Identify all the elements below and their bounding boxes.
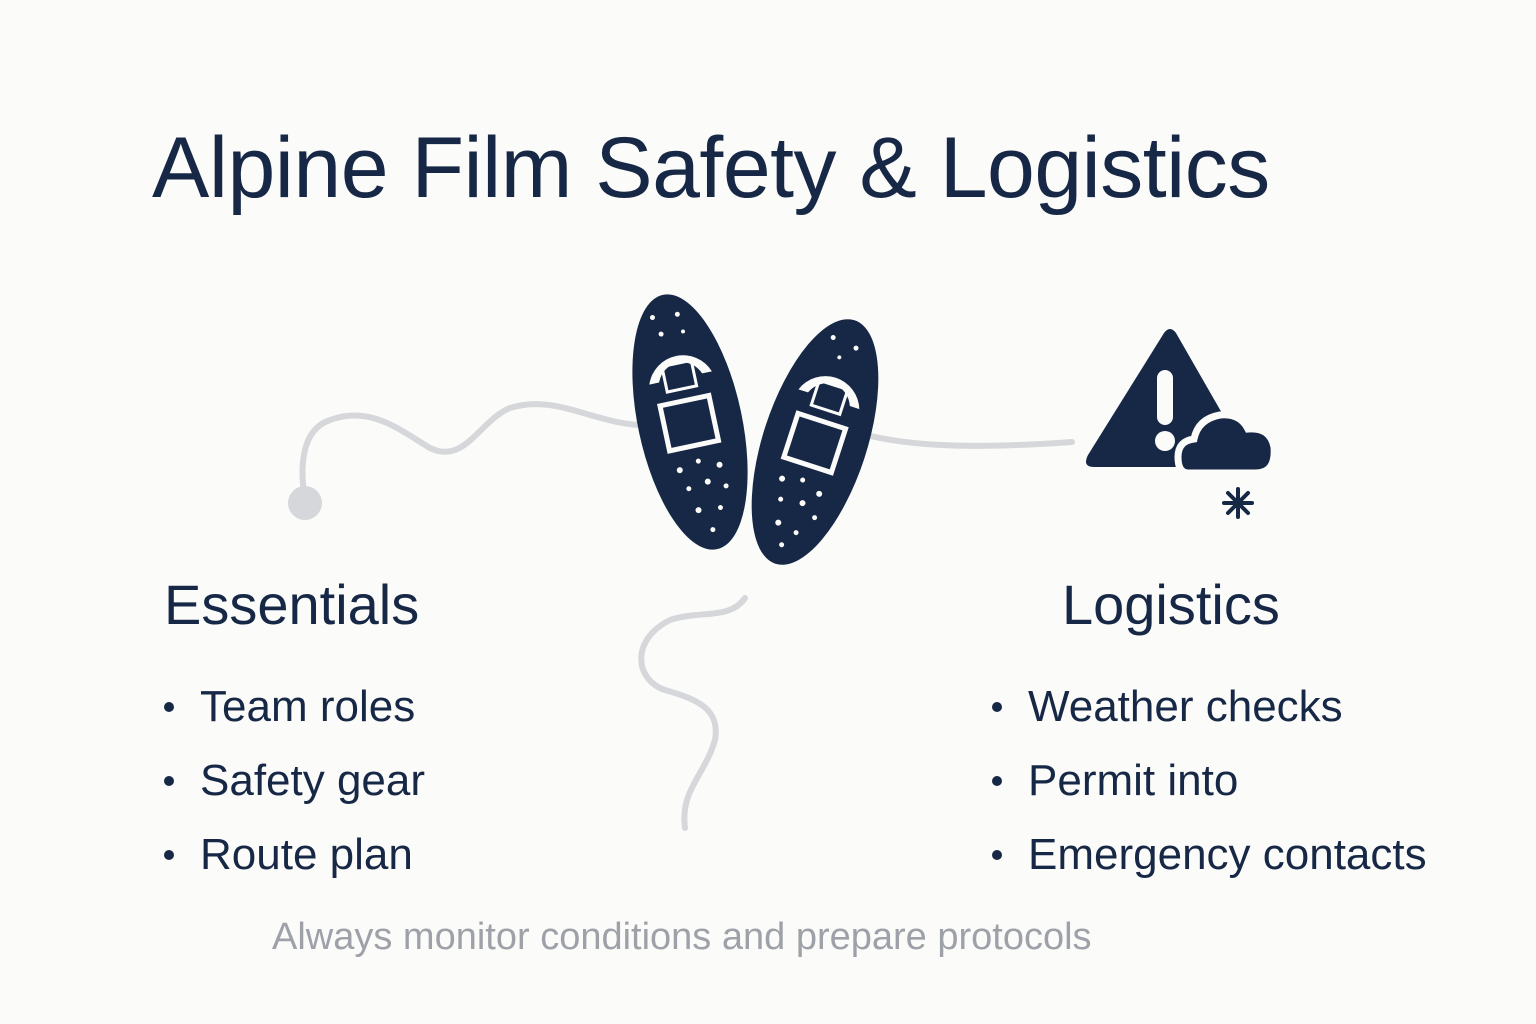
bullet-icon bbox=[164, 776, 174, 786]
bullet-icon bbox=[992, 776, 1002, 786]
list-item: Weather checks bbox=[992, 670, 1427, 744]
bullet-icon bbox=[164, 850, 174, 860]
snow-cloud-icon bbox=[1174, 411, 1278, 519]
snowshoes-icon bbox=[632, 294, 879, 565]
bullet-icon bbox=[992, 702, 1002, 712]
list-item-label: Team roles bbox=[200, 682, 416, 731]
list-item-label: Safety gear bbox=[200, 756, 426, 805]
list-item-label: Weather checks bbox=[1028, 682, 1343, 731]
connector-bottom bbox=[638, 595, 748, 831]
list-item: Emergency contacts bbox=[992, 818, 1427, 892]
logistics-list: Weather checks Permit into Emergency con… bbox=[992, 670, 1427, 892]
list-item-label: Emergency contacts bbox=[1028, 830, 1427, 879]
list-item: Route plan bbox=[164, 818, 425, 892]
list-item: Permit into bbox=[992, 744, 1427, 818]
list-item-label: Route plan bbox=[200, 830, 413, 879]
list-item-label: Permit into bbox=[1028, 756, 1239, 805]
connector-start-dot bbox=[288, 486, 322, 520]
essentials-list: Team roles Safety gear Route plan bbox=[164, 670, 425, 892]
footer-note: Always monitor conditions and prepare pr… bbox=[272, 916, 1092, 958]
snowflake-icon bbox=[1222, 487, 1254, 519]
list-item: Team roles bbox=[164, 670, 425, 744]
page-title: Alpine Film Safety & Logistics bbox=[152, 120, 1270, 216]
logistics-heading: Logistics bbox=[1062, 573, 1280, 636]
connector-left bbox=[299, 401, 663, 503]
bullet-icon bbox=[164, 702, 174, 712]
connector-right bbox=[852, 429, 1075, 449]
list-item: Safety gear bbox=[164, 744, 425, 818]
essentials-heading: Essentials bbox=[164, 573, 420, 636]
warning-weather-icon bbox=[1086, 329, 1278, 519]
bullet-icon bbox=[992, 850, 1002, 860]
